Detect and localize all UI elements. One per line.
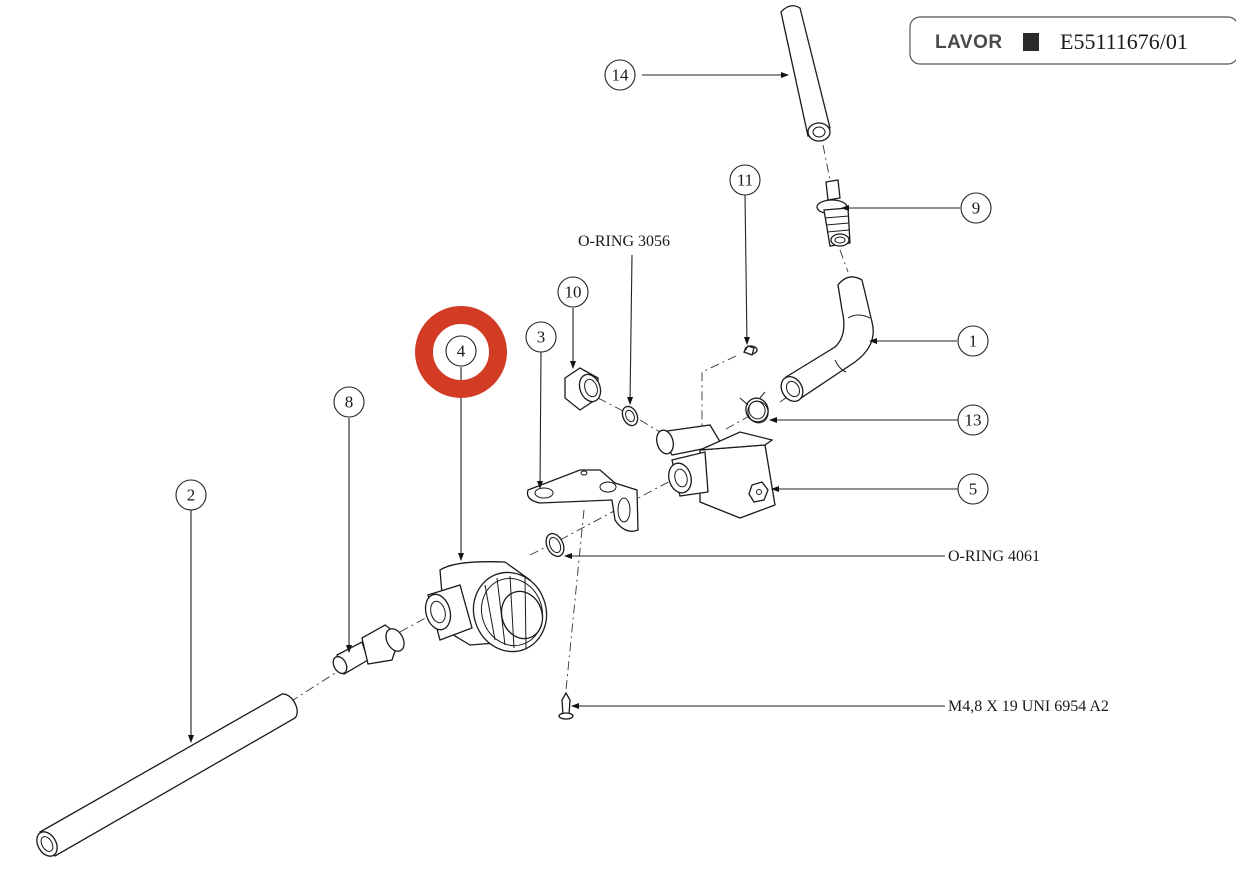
part-filter-housing-4 [424, 561, 548, 653]
callout-11[interactable]: 11 [729, 164, 761, 196]
part-clamp-13 [739, 391, 769, 424]
part-curved-hose-1 [780, 276, 874, 402]
drawing-code: E55111676/01 [1060, 29, 1188, 54]
callout-label: 14 [612, 66, 630, 85]
callout-label: 8 [345, 393, 354, 412]
callout-label: 4 [457, 342, 466, 361]
part-oring-3056 [621, 405, 639, 427]
highlight-ring [415, 306, 507, 398]
part-screw-m4 [558, 691, 574, 720]
part-connector-9 [816, 179, 851, 247]
callout-label: 2 [187, 486, 196, 505]
callout-5[interactable]: 5 [957, 473, 989, 505]
callout-4[interactable]: 4 [445, 335, 477, 367]
title-block: LAVOR E55111676/01 [909, 16, 1236, 65]
callout-14[interactable]: 14 [604, 59, 636, 91]
callout-label: 9 [972, 199, 981, 218]
callout-3[interactable]: 3 [525, 321, 557, 353]
assembly-axes [289, 144, 849, 703]
callout-10[interactable]: 10 [557, 276, 589, 308]
part-cap-nut-10 [564, 367, 602, 411]
oring-3056-label: O-RING 3056 [578, 233, 670, 250]
part-bracket-3 [526, 469, 639, 532]
brand-logo: LAVOR [935, 32, 1003, 53]
callout-label: 1 [969, 332, 978, 351]
part-fitting-8 [332, 624, 405, 675]
leader-lines [188, 72, 960, 743]
callout-13[interactable]: 13 [957, 404, 989, 436]
callout-label: 13 [965, 411, 982, 430]
callout-label: 5 [969, 480, 978, 499]
callout-1[interactable]: 1 [957, 325, 989, 357]
part-screw-11 [743, 345, 758, 356]
part-hose-14 [780, 5, 831, 142]
part-hose-2 [36, 693, 298, 857]
part-solenoid-valve-5 [656, 424, 776, 519]
callout-8[interactable]: 8 [333, 386, 365, 418]
callout-label: 11 [737, 171, 753, 190]
callout-9[interactable]: 9 [960, 192, 992, 224]
part-oring-4061 [545, 532, 565, 558]
screw-spec-label: M4,8 X 19 UNI 6954 A2 [948, 698, 1109, 715]
brand-badge-icon [1023, 33, 1039, 51]
oring-4061-label: O-RING 4061 [948, 548, 1040, 565]
callout-label: 3 [537, 328, 546, 347]
callout-2[interactable]: 2 [175, 479, 207, 511]
callout-label: 10 [565, 283, 582, 302]
